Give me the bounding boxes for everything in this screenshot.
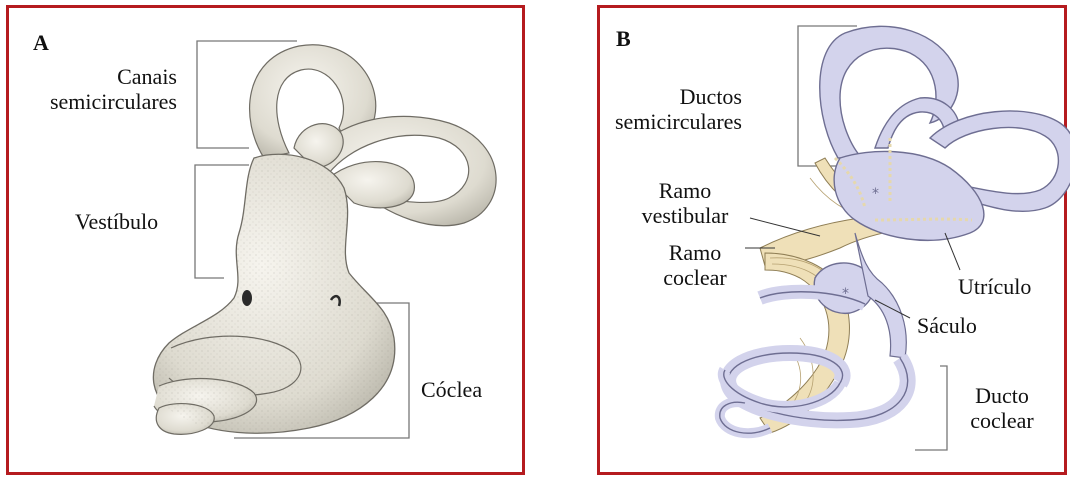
- label-canais-line1: Canais: [50, 64, 177, 89]
- label-canais-line2: semicirculares: [50, 89, 177, 114]
- label-utriculo: Utrículo: [958, 274, 1031, 299]
- label-ramo-vestibular-line2: vestibular: [620, 203, 750, 228]
- label-saculo: Sáculo: [917, 313, 977, 338]
- label-ramo-vestibular: Ramo vestibular: [620, 178, 750, 228]
- label-ductos-line2: semicirculares: [615, 109, 742, 134]
- oval-window: [242, 290, 252, 306]
- cochlear-duct: [720, 292, 908, 433]
- panel-a-bony-labyrinth: A: [6, 5, 525, 475]
- svg-text:*: *: [872, 186, 879, 202]
- label-coclea: Cóclea: [421, 377, 482, 402]
- label-canais-semicirculares: Canais semicirculares: [50, 64, 177, 114]
- label-ductos-semicirculares: Ductos semicirculares: [615, 84, 742, 134]
- label-ducto-coclear-line1: Ducto: [952, 383, 1052, 408]
- leader-ramo-vestibular: [750, 218, 820, 236]
- label-vestibulo: Vestíbulo: [75, 209, 158, 234]
- label-ductos-line1: Ductos: [615, 84, 742, 109]
- label-ramo-coclear: Ramo coclear: [640, 240, 750, 289]
- label-ramo-coclear-line2: coclear: [640, 265, 750, 289]
- panel-b-membranous-labyrinth: B: [597, 5, 1067, 475]
- label-ramo-vestibular-line1: Ramo: [620, 178, 750, 203]
- label-ramo-coclear-line1: Ramo: [640, 240, 750, 265]
- label-ducto-coclear: Ducto coclear: [952, 383, 1052, 433]
- label-ducto-coclear-line2: coclear: [952, 408, 1052, 433]
- ducto-coclear-bracket: [915, 366, 947, 450]
- svg-text:*: *: [842, 286, 849, 302]
